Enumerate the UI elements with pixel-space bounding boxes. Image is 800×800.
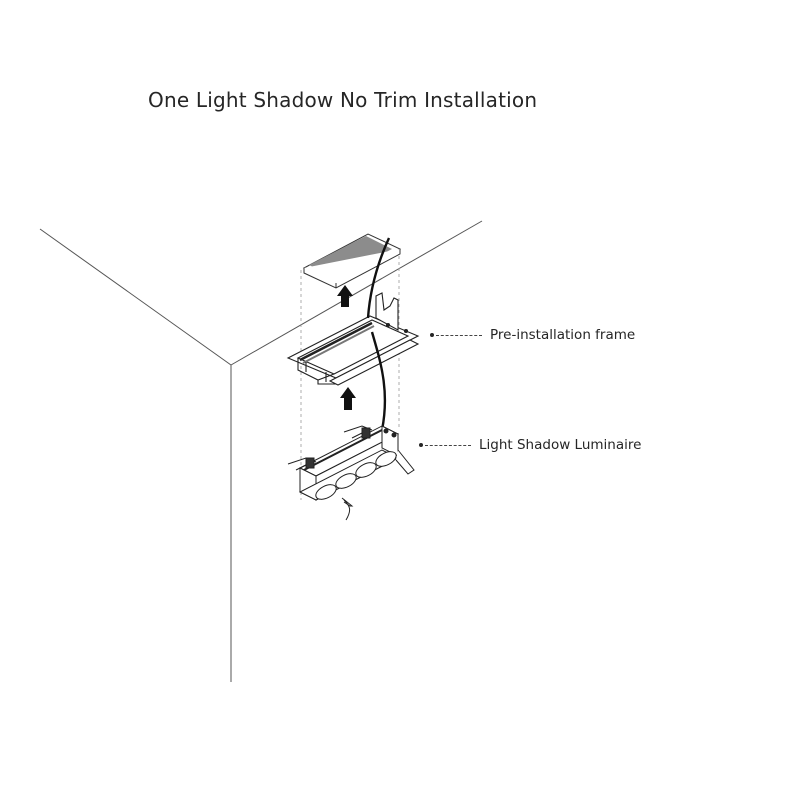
callout-light-shadow-luminaire: Light Shadow Luminaire bbox=[419, 437, 641, 453]
callout-label: Light Shadow Luminaire bbox=[479, 437, 642, 453]
cover-plate bbox=[302, 233, 402, 289]
callout-leader bbox=[436, 334, 482, 336]
page-title: One Light Shadow No Trim Installation bbox=[148, 88, 538, 112]
ceiling-corner bbox=[39, 220, 483, 682]
light-shadow-luminaire bbox=[287, 425, 415, 521]
arrow-up-icon bbox=[337, 285, 353, 307]
power-cable bbox=[366, 237, 391, 431]
callout-leader bbox=[425, 444, 471, 446]
pre-installation-frame bbox=[286, 292, 420, 386]
callout-pre-installation-frame: Pre-installation frame bbox=[430, 327, 635, 343]
callout-dot bbox=[430, 333, 434, 337]
callout-dot bbox=[419, 443, 423, 447]
arrow-up-icon bbox=[340, 387, 356, 410]
callout-label: Pre-installation frame bbox=[490, 327, 636, 343]
